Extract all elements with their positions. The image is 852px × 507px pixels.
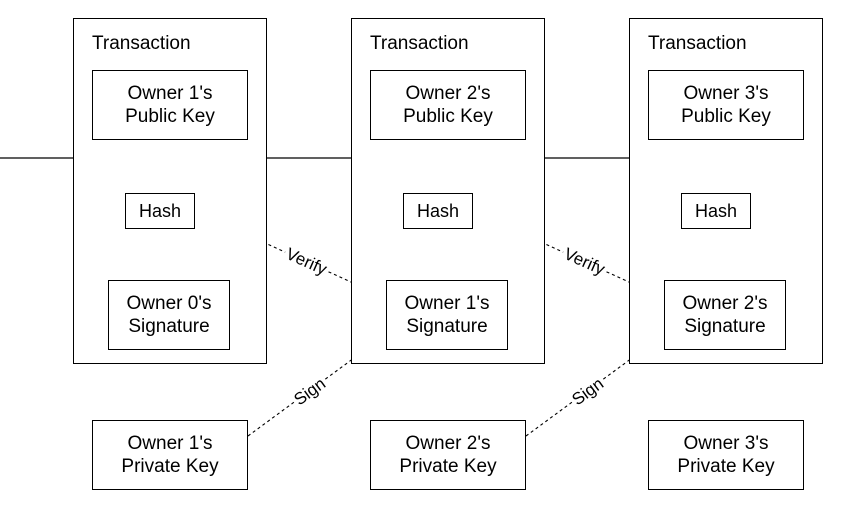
- hash-label: Hash: [694, 200, 738, 221]
- signature-owner: Owner 0's: [126, 293, 212, 314]
- signature-box: Owner 2's Signature: [664, 280, 786, 350]
- public-key-box: Owner 1's Public Key: [92, 70, 248, 140]
- signature-label: Signature: [406, 316, 488, 337]
- hash-box: Hash: [681, 193, 751, 229]
- hash-label: Hash: [416, 200, 460, 221]
- public-key-owner: Owner 1's: [127, 83, 213, 104]
- signature-label: Signature: [128, 316, 210, 337]
- transaction-title: Transaction: [648, 33, 747, 54]
- private-key-box: Owner 3's Private Key: [648, 420, 804, 490]
- public-key-label: Public Key: [681, 106, 771, 127]
- public-key-box: Owner 3's Public Key: [648, 70, 804, 140]
- public-key-box: Owner 2's Public Key: [370, 70, 526, 140]
- private-key-box: Owner 1's Private Key: [92, 420, 248, 490]
- signature-box: Owner 1's Signature: [386, 280, 508, 350]
- transaction-title: Transaction: [370, 33, 469, 54]
- private-key-owner: Owner 3's: [683, 433, 769, 454]
- public-key-owner: Owner 2's: [405, 83, 491, 104]
- signature-owner: Owner 2's: [682, 293, 768, 314]
- public-key-owner: Owner 3's: [683, 83, 769, 104]
- private-key-owner: Owner 1's: [127, 433, 213, 454]
- private-key-label: Private Key: [121, 456, 219, 477]
- signature-owner: Owner 1's: [404, 293, 490, 314]
- private-key-label: Private Key: [399, 456, 497, 477]
- private-key-owner: Owner 2's: [405, 433, 491, 454]
- transaction-title: Transaction: [92, 33, 191, 54]
- signature-label: Signature: [684, 316, 766, 337]
- hash-box: Hash: [125, 193, 195, 229]
- hash-label: Hash: [138, 200, 182, 221]
- signature-box: Owner 0's Signature: [108, 280, 230, 350]
- private-key-box: Owner 2's Private Key: [370, 420, 526, 490]
- public-key-label: Public Key: [403, 106, 493, 127]
- hash-box: Hash: [403, 193, 473, 229]
- public-key-label: Public Key: [125, 106, 215, 127]
- private-key-label: Private Key: [677, 456, 775, 477]
